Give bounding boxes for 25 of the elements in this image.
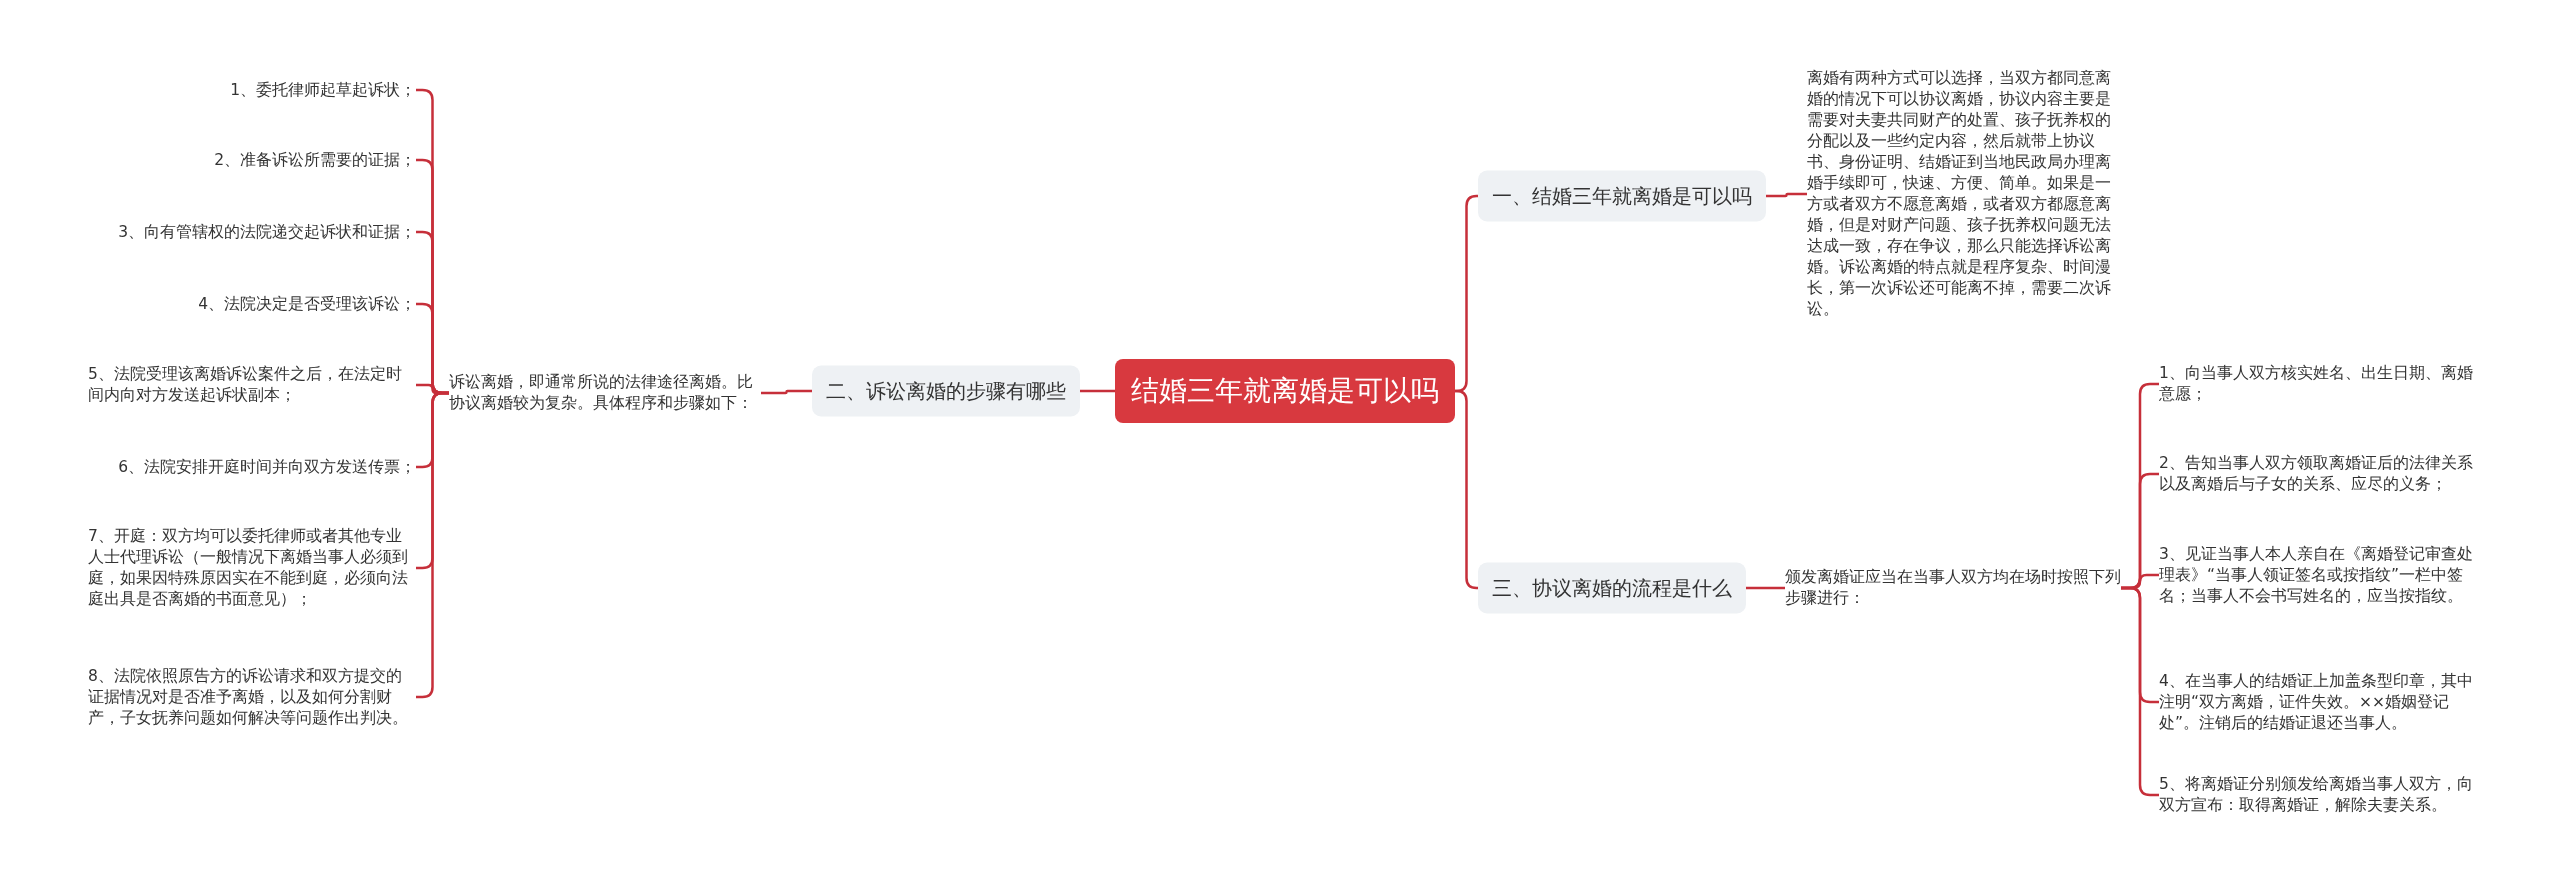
note-text: 3、见证当事人本人亲自在《离婚登记审查处理表》“当事人领证签名或按指纹”一栏中签名；当事人不会书写姓名的，应当按指纹。	[2159, 543, 2487, 607]
note-text: 5、将离婚证分别颁发给离婚当事人双方，向双方宣布：取得离婚证，解除夫妻关系。	[2159, 774, 2487, 816]
note-text: 颁发离婚证应当在当事人双方均在场时按照下列步骤进行：	[1785, 567, 2121, 609]
note-text: 1、向当事人双方核实姓名、出生日期、离婚意愿；	[2159, 363, 2487, 405]
connector-line	[1766, 192, 1807, 198]
note-text: 6、法院安排开庭时间并向双方发送传票；	[118, 456, 416, 478]
connector-line	[1080, 389, 1115, 393]
note-text: 2、准备诉讼所需要的证据；	[214, 149, 416, 171]
note-text: 4、法院决定是否受理该诉讼；	[198, 293, 416, 315]
topic-box: 二、诉讼离婚的步骤有哪些	[812, 365, 1080, 417]
note-text: 4、在当事人的结婚证上加盖条型印章，其中注明“双方离婚，证件失效。××婚姻登记处”。注销后的结婚证退还当事人。	[2159, 670, 2487, 734]
note-text: 7、开庭：双方均可以委托律师或者其他专业人士代理诉讼（一般情况下离婚当事人必须到庭，如果因特殊原因实在不能到庭，必须向法庭出具是否离婚的书面意见）；	[88, 526, 416, 610]
topic-box: 一、结婚三年就离婚是可以吗	[1478, 170, 1766, 222]
note-text: 8、法院依照原告方的诉讼请求和双方提交的证据情况对是否准予离婚，以及如何分割财产，子女抚养问题如何解决等问题作出判决。	[88, 665, 416, 729]
note-text: 3、向有管辖权的法院递交起诉状和证据；	[118, 221, 416, 243]
note-text: 1、委托律师起草起诉状；	[230, 79, 416, 101]
topic-box: 三、协议离婚的流程是什么	[1478, 562, 1746, 614]
note-text: 诉讼离婚，即通常所说的法律途径离婚。比协议离婚较为复杂。具体程序和步骤如下：	[449, 372, 761, 414]
connector-line	[1454, 389, 1479, 590]
connector-line	[1746, 586, 1785, 590]
central-topic-box: 结婚三年就离婚是可以吗	[1115, 359, 1455, 423]
note-text: 5、法院受理该离婚诉讼案件之后，在法定时间内向对方发送起诉状副本；	[88, 364, 416, 406]
note-text: 2、告知当事人双方领取离婚证后的法律关系以及离婚后与子女的关系、应尽的义务；	[2159, 453, 2487, 495]
note-text: 离婚有两种方式可以选择，当双方都同意离婚的情况下可以协议离婚，协议内容主要是需要对夫妻共同财产的处置、孩子抚养权的分配以及一些约定内容，然后就带上协议书、身份证明、结婚证到当地民政局办理离婚手续即可，快速、方便、简单。如果是一方或者双方不愿意离婚，或者双方都愿意离婚，但是对财产问题、孩子抚养权问题无法达成一致，存在争议，那么只能选择诉讼离婚。诉讼离婚的特点就是程序复杂、时间漫长，第一次诉讼还可能离不掉，需要二次诉讼。	[1807, 68, 2125, 320]
connector-line	[761, 389, 812, 395]
